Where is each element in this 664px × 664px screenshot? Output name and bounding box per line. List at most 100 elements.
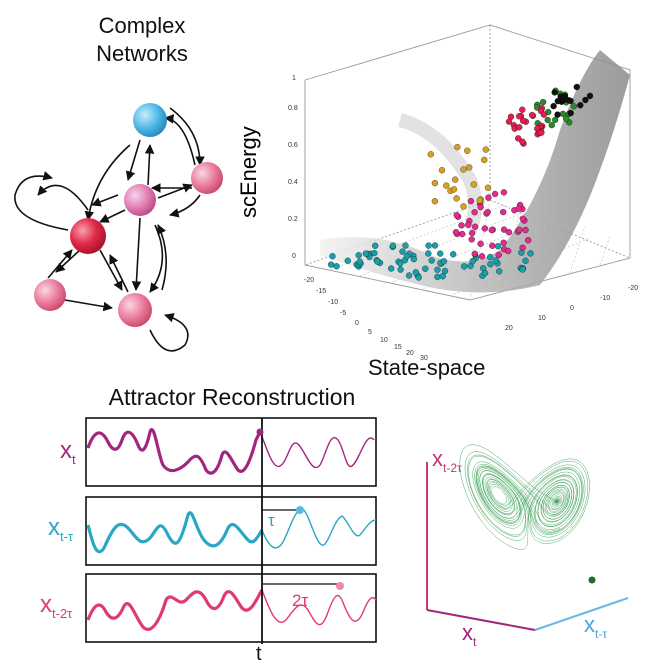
cell-point [515, 135, 522, 142]
cell-point [434, 273, 441, 281]
cell-point [552, 116, 559, 124]
series-label-x: x [60, 437, 72, 464]
cell-point [519, 215, 526, 222]
energy-landscape-plot: 0 0.2 0.4 0.6 0.8 1 -20 -15 -10 -5 0 5 1… [288, 24, 638, 362]
panel-xt-tau [85, 496, 377, 566]
y-tick: 0 [570, 305, 574, 312]
cell-point [522, 226, 529, 234]
point-xt [256, 428, 264, 436]
node-cyan [133, 103, 167, 137]
cell-point [452, 229, 460, 236]
cell-point [515, 205, 522, 212]
cell-point [567, 109, 574, 117]
networks-title: Complex Networks [62, 12, 222, 68]
cell-point [570, 103, 578, 110]
x-tick: 30 [420, 355, 428, 362]
cell-point [344, 257, 351, 264]
x-tick: 5 [368, 329, 372, 336]
cell-point [434, 266, 441, 273]
axis-xt-tau [534, 597, 629, 631]
cell-point [481, 156, 488, 164]
cell-point [538, 129, 545, 136]
cell-point [425, 242, 432, 249]
cell-point [374, 258, 381, 265]
cell-point [516, 124, 523, 131]
cell-point [428, 257, 435, 264]
cell-point [540, 111, 548, 118]
cell-point [484, 184, 492, 191]
svg-text:xt-τ: xt-τ [48, 514, 74, 544]
cell-point [477, 240, 484, 247]
cell-point [425, 250, 432, 257]
panel-xt [85, 417, 377, 487]
series-label-x: x [40, 591, 52, 618]
cell-point [467, 197, 475, 205]
x-tick: 0 [355, 320, 359, 327]
axis-label-xt-tau: xt-τ [584, 612, 607, 641]
cell-point [551, 89, 558, 96]
cell-points [327, 83, 594, 281]
edge [169, 107, 205, 166]
edge [149, 313, 189, 352]
y-tick: -10 [600, 295, 610, 302]
cell-point [491, 190, 499, 198]
cell-point [500, 239, 507, 246]
cell-point [415, 274, 422, 281]
cell-point [469, 229, 476, 237]
y-tick: 20 [505, 325, 513, 332]
z-tick: 0.4 [288, 179, 298, 186]
cell-point [438, 167, 446, 174]
edge [99, 249, 123, 291]
z-tick: 0 [292, 253, 296, 260]
cell-point [329, 253, 336, 260]
series-xt-2tau-bold [86, 589, 264, 631]
cell-point [372, 242, 379, 249]
cell-point [495, 251, 502, 259]
cell-point [402, 242, 409, 249]
lorenz-trajectory [459, 444, 590, 550]
cell-point [465, 221, 472, 228]
cell-point [458, 222, 465, 229]
edge [47, 249, 73, 279]
reconstructed-attractor: xt-2τ xt xt-τ [426, 444, 629, 649]
y-tick: -20 [628, 285, 638, 292]
axis-xt [426, 609, 536, 631]
series-xt-thin [259, 431, 375, 468]
cell-point [500, 208, 507, 216]
series-label-sub: t-τ [60, 529, 74, 544]
cell-point [388, 265, 395, 272]
y-tick: 10 [538, 315, 546, 322]
edge [84, 144, 131, 221]
x-tick: 20 [406, 350, 414, 357]
x-tick: -15 [316, 288, 326, 295]
cell-point [327, 261, 335, 268]
point-xt-tau [296, 506, 304, 514]
cell-point [427, 151, 434, 158]
cell-point [468, 236, 475, 243]
series-xt-tau-thin [261, 507, 377, 549]
cell-point [460, 166, 467, 173]
energy-surface-ridge [398, 113, 482, 233]
cell-point [487, 261, 494, 268]
cell-point [477, 203, 484, 211]
cell-point [470, 181, 477, 188]
cell-point [481, 269, 489, 277]
cell-point [399, 248, 406, 255]
cell-point [452, 176, 459, 183]
svg-text:xt-2τ: xt-2τ [40, 591, 73, 621]
cell-point [397, 266, 404, 273]
series-xt-tau-bold [86, 511, 264, 554]
cell-point [519, 106, 526, 113]
cell-point [389, 242, 397, 249]
edge [169, 194, 201, 218]
axis-label-xt-2tau: xt-2τ [432, 446, 462, 475]
cell-point [460, 203, 467, 210]
cell-point [554, 111, 561, 118]
cell-point [489, 242, 496, 249]
cell-point [356, 258, 363, 265]
cell-point [519, 266, 526, 273]
series-label-xt-2tau: xt-2τ [40, 591, 73, 621]
cell-point [519, 138, 526, 145]
cell-point [488, 226, 495, 234]
cell-point [461, 263, 468, 270]
